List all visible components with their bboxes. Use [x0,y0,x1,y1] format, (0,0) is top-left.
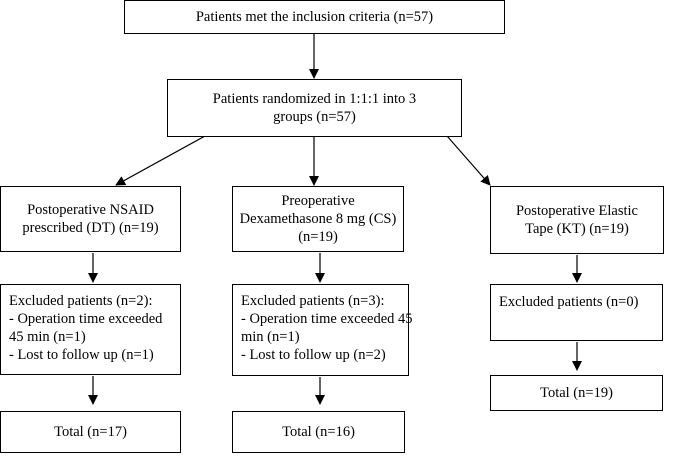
excluded-cs-line-2: - Operation time exceeded 45 [241,311,413,327]
group-kt-box: Postoperative Elastic Tape (KT) (n=19) [490,186,664,254]
excluded-cs-line-4: - Lost to follow up (n=2) [241,347,386,363]
excluded-dt-line-3: 45 min (n=1) [9,329,86,345]
excluded-kt-box: Excluded patients (n=0) [490,284,663,341]
group-cs-title-line-1: Preoperative [281,193,355,209]
total-kt-text: Total (n=19) [540,385,613,401]
total-cs-text: Total (n=16) [282,424,355,440]
excluded-dt-line-4: - Lost to follow up (n=1) [9,347,154,363]
group-dt-title-line-2: prescribed (DT) (n=19) [22,220,159,236]
group-dt-box: Postoperative NSAID prescribed (DT) (n=1… [0,186,181,252]
excluded-dt-line-1: Excluded patients (n=2): [9,293,153,309]
total-cs-box: Total (n=16) [232,411,405,453]
excluded-cs-box: Excluded patients (n=3): - Operation tim… [232,284,413,376]
excluded-cs-line-3: min (n=1) [241,329,300,345]
group-dt-title-line-1: Postoperative NSAID [27,202,154,218]
excluded-dt-box: Excluded patients (n=2): - Operation tim… [0,284,181,375]
inclusion-criteria-text: Patients met the inclusion criteria (n=5… [195,9,434,25]
total-kt-box: Total (n=19) [490,375,663,411]
group-cs-title-line-2: Dexamethasone 8 mg (CS) [239,211,397,227]
group-cs-box: Preoperative Dexamethasone 8 mg (CS) (n=… [232,186,404,252]
randomization-text-line-2: groups (n=57) [273,109,356,125]
randomization-text-line-1: Patients randomized in 1:1:1 into 3 [212,91,417,107]
group-kt-title-line-2: Tape (KT) (n=19) [525,221,629,237]
inclusion-criteria-box: Patients met the inclusion criteria (n=5… [124,0,505,34]
total-dt-text: Total (n=17) [54,424,127,440]
excluded-dt-line-2: - Operation time exceeded [9,311,163,327]
randomization-box: Patients randomized in 1:1:1 into 3 grou… [167,79,462,137]
excluded-kt-line-1: Excluded patients (n=0) [499,294,639,310]
total-dt-box: Total (n=17) [0,411,181,453]
group-cs-title-line-3: (n=19) [298,229,338,245]
group-kt-title-line-1: Postoperative Elastic [515,203,638,219]
excluded-cs-line-1: Excluded patients (n=3): [241,293,385,309]
